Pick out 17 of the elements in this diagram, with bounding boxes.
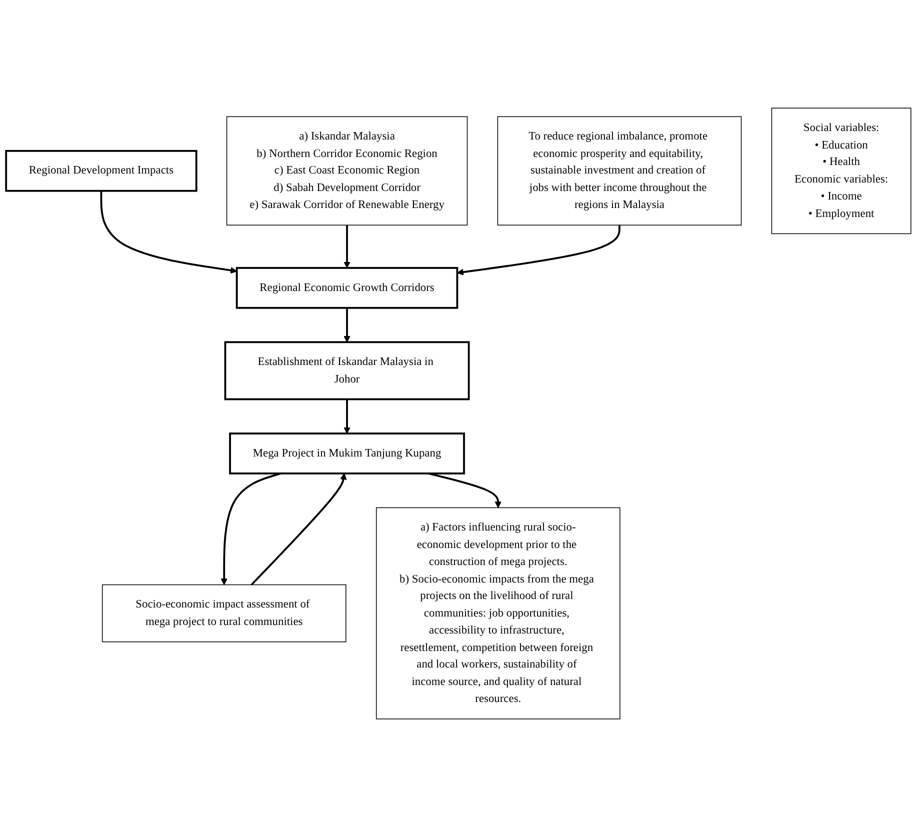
arrow: [344, 308, 350, 342]
arrow: [344, 225, 350, 268]
node-box: Regional Development Impacts: [5, 150, 198, 192]
node-box: Mega Project in Mukim Tanjung Kupang: [229, 432, 465, 474]
node-box: a) Factors influencing rural socio-economic development prior to the construction of mega projects. b) Socio-economic impacts from the mega projects on the livelihood of rural communities: job opportunities, accessibility to infrastructure, resettlement, competition between foreign and local workers, sustainability of income source, and quality of natural resources.: [376, 507, 620, 720]
node-box: Social variables: • Education • Health Economic variables: • Income • Employment: [771, 108, 912, 234]
node-box: a) Iskandar Malaysia b) Northern Corridor Economic Region c) East Coast Economic Region d) Sabah Development Corridor e) Sarawak Corridor of Renewable Energy: [226, 116, 468, 226]
arrow: [100, 190, 238, 274]
arrow: [250, 473, 347, 586]
arrow: [456, 225, 620, 276]
arrow: [220, 472, 282, 586]
node-box: Regional Economic Growth Corridors: [236, 266, 458, 309]
node-box: Establishment of Iskandar Malaysia in Johor: [224, 341, 470, 400]
arrow: [428, 472, 502, 508]
node-box: Socio-economic impact assessment of mega project to rural communities: [102, 584, 346, 642]
node-box: To reduce regional imbalance, promote economic prosperity and equitability, sustainable investment and creation of jobs with better income throughout the regions in Malaysia: [497, 116, 742, 226]
arrow: [344, 399, 350, 434]
